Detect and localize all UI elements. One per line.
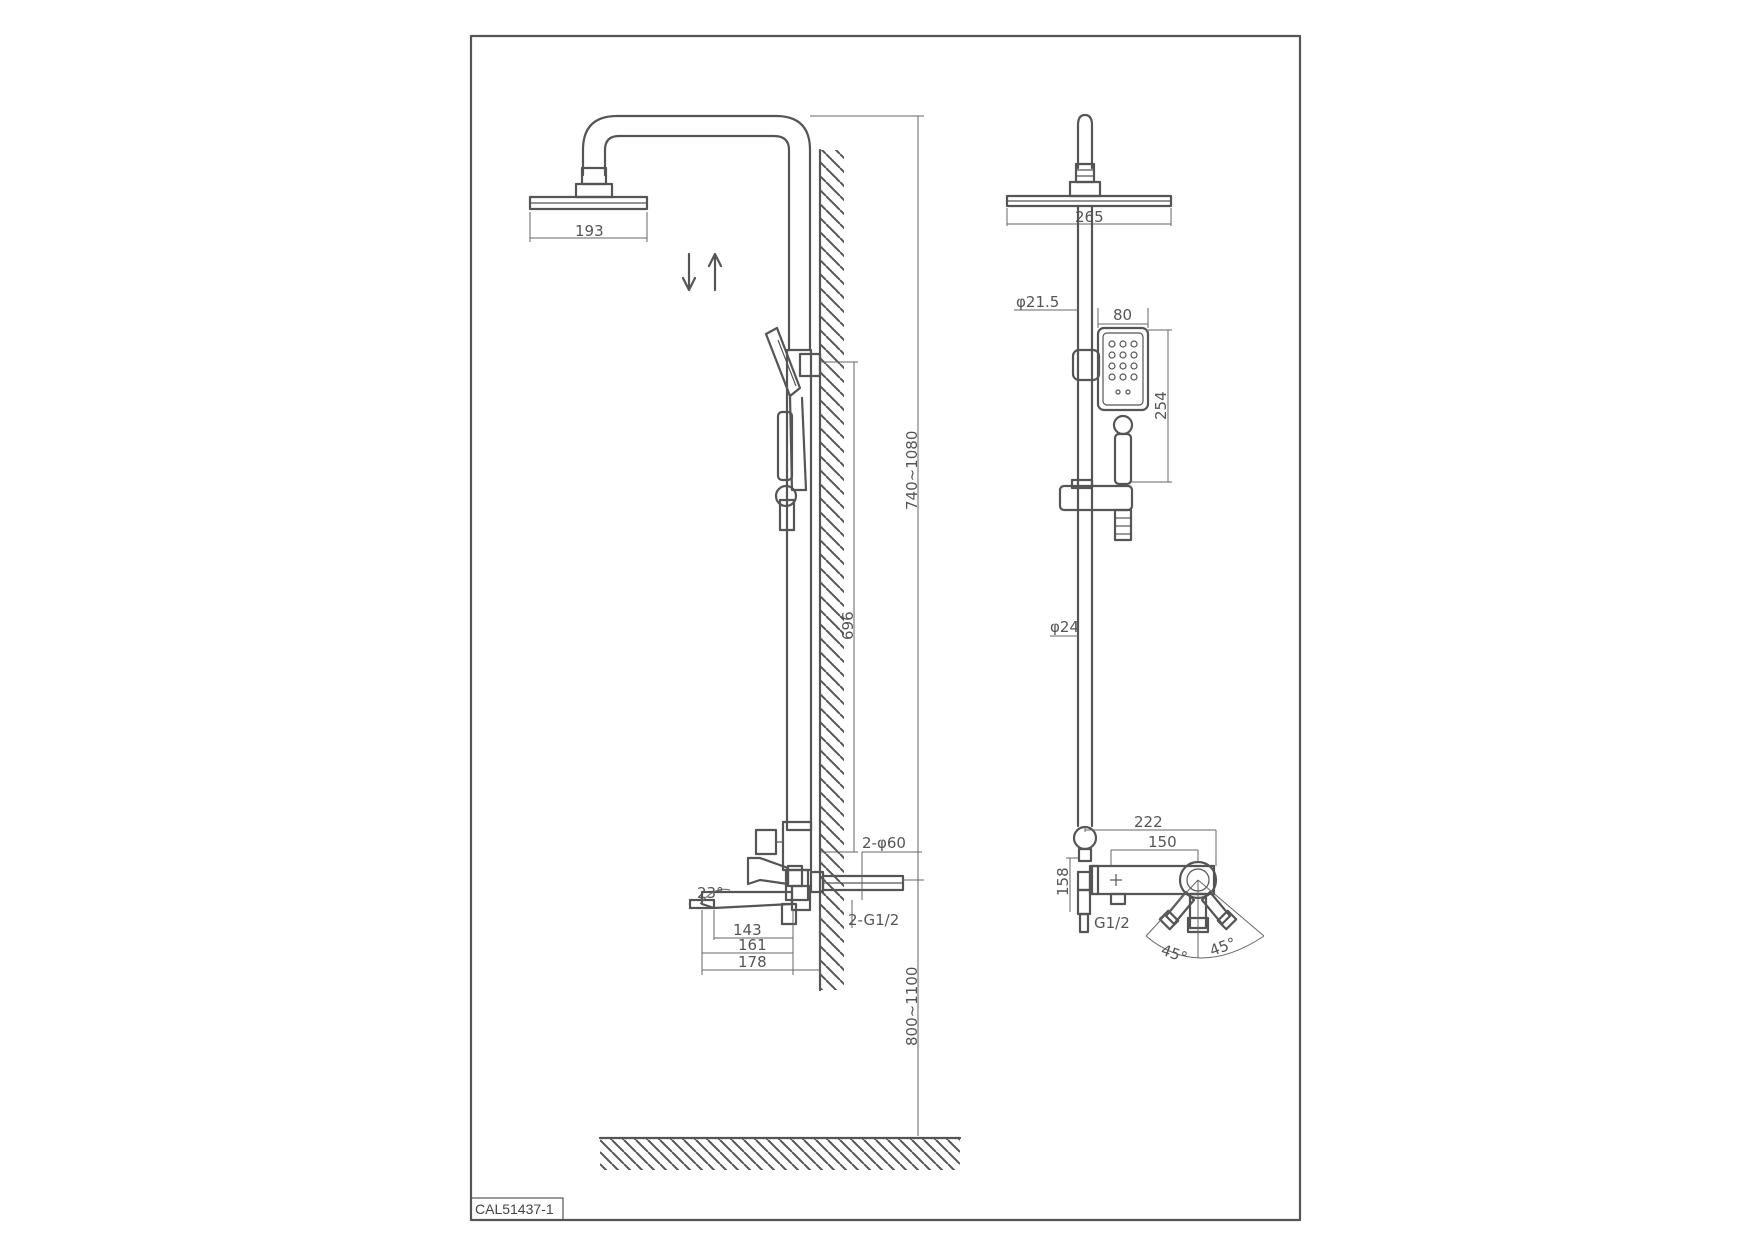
hand-holder — [776, 410, 794, 482]
head-cap — [574, 182, 614, 199]
dim-angle-right: 45° — [1207, 934, 1238, 960]
top-pipe — [1076, 113, 1094, 170]
overhead-arm — [581, 114, 812, 352]
dim-mixer-height: 158 — [1054, 867, 1072, 896]
spray-nozzles-icon — [1108, 340, 1138, 395]
front-view: 265 φ21.5 80 254 — [1005, 113, 1265, 967]
dim-mixer-150: 150 — [1148, 833, 1177, 851]
dim-mount-height: 800~1100 — [903, 967, 921, 1046]
dim-inlet-cover: 2-φ60 — [862, 834, 906, 852]
dim-head-width-side: 193 — [575, 222, 604, 240]
dim-spout-angle: 23° — [697, 884, 724, 902]
dim-rail-total: 740~1080 — [903, 431, 921, 510]
drawing-frame — [469, 34, 1302, 1222]
slide-rail — [785, 348, 813, 832]
head-neck — [580, 166, 608, 186]
dim-mixer-222: 222 — [1134, 813, 1163, 831]
hand-shower — [764, 326, 802, 398]
dim-spout-178: 178 — [738, 953, 767, 971]
dim-angle-left: 45° — [1159, 941, 1190, 967]
drawing-code: CAL51437-1 — [475, 1201, 554, 1217]
hand-shower-face — [1096, 326, 1150, 412]
wall-hatch — [820, 150, 844, 990]
dim-lower-pipe: φ24 — [1050, 618, 1079, 636]
dim-hand-length: 254 — [1152, 391, 1170, 420]
title-block — [470, 1197, 564, 1221]
dim-upper-pipe: φ21.5 — [1016, 293, 1059, 311]
dim-rail-length: 696 — [839, 611, 857, 640]
dim-inlet-thread: 2-G1/2 — [848, 911, 899, 929]
hand-handle — [1113, 432, 1133, 486]
diverter-knob — [754, 828, 778, 856]
dim-spout-161: 161 — [738, 936, 767, 954]
floor-hatch — [600, 1138, 960, 1170]
rail-top-bracket — [798, 352, 822, 378]
mixer-body-front — [1090, 864, 1216, 896]
hand-holder-front — [1058, 484, 1134, 512]
side-view: 193 696 — [528, 114, 962, 1170]
hand-holder-knob — [774, 484, 798, 508]
dim-hand-width: 80 — [1113, 306, 1132, 324]
dim-head-width-front: 265 — [1075, 208, 1104, 226]
height-adjust-arrows-icon — [681, 252, 723, 292]
dim-spout-143: 143 — [733, 921, 762, 939]
dim-outlet-thread: G1/2 — [1094, 914, 1130, 932]
angle-arc — [1145, 935, 1265, 959]
